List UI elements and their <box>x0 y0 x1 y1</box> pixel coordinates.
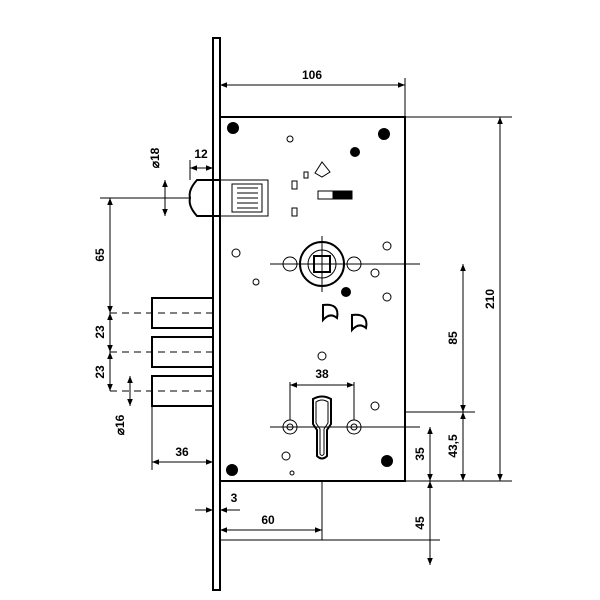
mechanism-parts <box>291 161 353 217</box>
dim-latch-diameter: ⌀18 <box>148 147 162 168</box>
dim-follower-to-cylinder: 85 <box>446 331 460 345</box>
dim-cylinder-hole-to-bottom: 35 <box>413 447 427 461</box>
case-rivets <box>226 122 393 476</box>
dim-bolt-projection: 36 <box>175 445 189 459</box>
dead-bolts <box>110 297 214 407</box>
faceplate <box>212 37 221 591</box>
dim-latch-offset: 12 <box>194 147 208 161</box>
cam-shapes <box>322 303 368 333</box>
dim-case-width: 106 <box>302 68 322 82</box>
case-holes <box>231 135 392 476</box>
extension-lines <box>100 78 512 541</box>
dim-backset: 60 <box>261 513 275 527</box>
dimension-lines <box>107 82 503 565</box>
dim-faceplate-extension: 45 <box>413 516 427 530</box>
dim-bolt-spacing-2: 23 <box>93 365 107 379</box>
latch-bolt <box>188 179 269 217</box>
dim-latch-to-follower: 65 <box>93 248 107 262</box>
dim-case-height: 210 <box>483 289 497 309</box>
dim-cylinder-width: 38 <box>315 367 329 381</box>
dim-bolt-diameter: ⌀16 <box>113 414 127 435</box>
dim-cylinder-to-bottom: 43,5 <box>446 434 460 458</box>
lock-case <box>219 116 406 482</box>
dim-bolt-spacing-1: 23 <box>93 325 107 339</box>
dim-faceplate-thickness: 3 <box>231 491 238 505</box>
follower-hub <box>270 236 420 292</box>
cylinder-cutout <box>270 395 420 460</box>
